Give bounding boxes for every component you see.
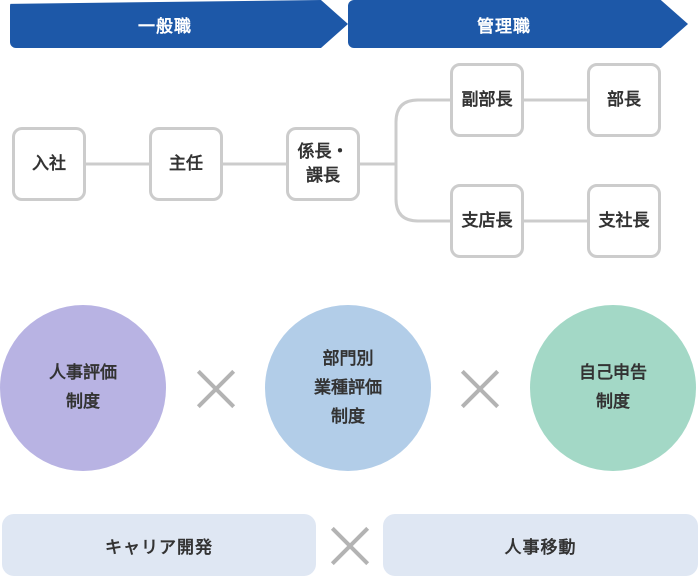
- node-shunin: 主任: [149, 127, 223, 201]
- node-kacho: 係長・ 課長: [286, 127, 360, 201]
- circle-self-declaration: 自己申告 制度: [530, 305, 696, 471]
- times-icon: [330, 526, 370, 566]
- times-icon: [460, 369, 500, 409]
- circle-department-evaluation: 部門別 業種評価 制度: [265, 305, 431, 471]
- general-staff-banner: 一般職: [10, 0, 348, 48]
- node-shitencho: 支店長: [450, 184, 524, 258]
- personnel-transfer-pill: 人事移動: [383, 514, 698, 576]
- general-staff-label: 一般職: [138, 16, 192, 37]
- circle-personnel-evaluation: 人事評価 制度: [0, 305, 166, 471]
- node-fukubucho: 副部長: [450, 63, 524, 137]
- node-bucho: 部長: [587, 63, 661, 137]
- management-label: 管理職: [477, 16, 531, 37]
- connector-branch-up: [394, 98, 450, 164]
- connector-branch-down: [394, 164, 450, 223]
- management-banner: 管理職: [348, 0, 688, 48]
- node-nyusha: 入社: [12, 127, 86, 201]
- node-shishacho: 支社長: [587, 184, 661, 258]
- times-icon: [196, 369, 236, 409]
- career-development-pill: キャリア開発: [2, 514, 316, 576]
- career-path-connectors: [86, 98, 587, 223]
